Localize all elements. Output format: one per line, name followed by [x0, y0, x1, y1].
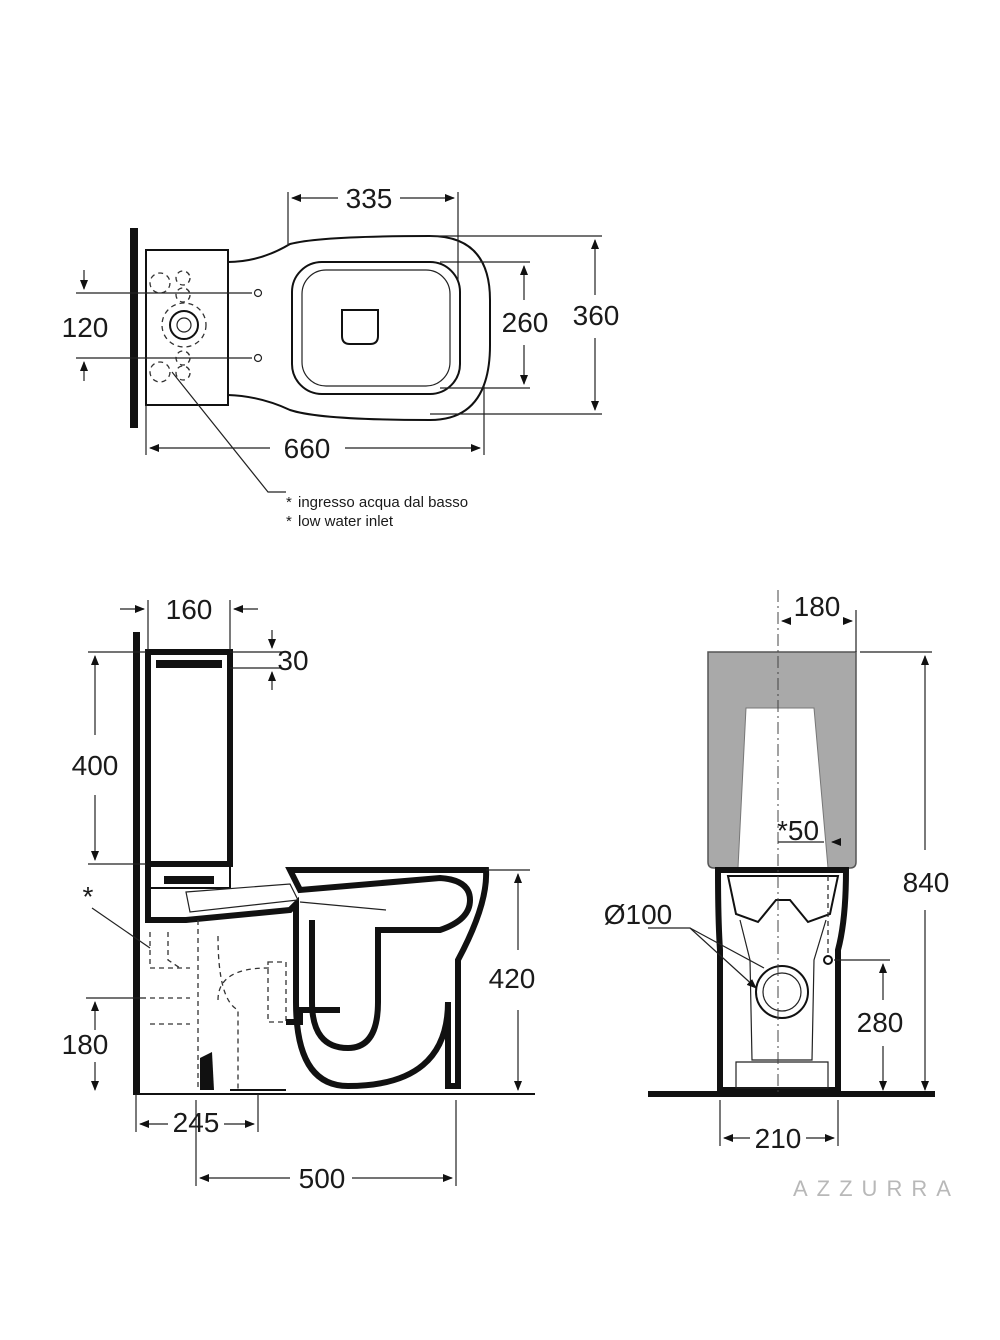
side-bowl-body [145, 866, 490, 1090]
inlet-mark: * [83, 881, 94, 912]
side-wall [133, 632, 140, 1094]
seat-hole-icon [253, 353, 263, 363]
dim-label: Ø100 [604, 899, 673, 930]
outlet-pipe [755, 965, 809, 1019]
dim-label: 500 [299, 1163, 346, 1194]
dim-label: 210 [755, 1123, 802, 1154]
top-drain-shape [341, 309, 379, 345]
dim-label: 840 [903, 867, 950, 898]
dim-label: 420 [489, 963, 536, 994]
dim-label: 660 [284, 433, 331, 464]
dim-label: 400 [72, 750, 119, 781]
dim-label: 180 [794, 591, 841, 622]
dim-label: 160 [166, 594, 213, 625]
note-italian: ingresso acqua dal basso [298, 494, 468, 511]
top-view: 335 260 360 120 660 * ingresso acqua dal… [62, 183, 620, 530]
note-leader [171, 371, 286, 493]
front-bowl [714, 867, 850, 1093]
dim-label: 335 [346, 183, 393, 214]
note-mark: * [286, 494, 292, 511]
dim-label: 120 [62, 312, 109, 343]
top-bowl-outline [227, 234, 491, 422]
top-cistern-outline [145, 249, 229, 406]
top-bowl-rim [291, 261, 461, 395]
top-flush-button [169, 310, 199, 340]
dim-label: 30 [277, 645, 308, 676]
brand-watermark: AZZURRA [793, 1176, 960, 1201]
note-mark: * [286, 513, 292, 530]
dim-label: 360 [573, 300, 620, 331]
dim-label: 180 [62, 1029, 109, 1060]
dim-label: *50 [777, 815, 819, 846]
inlet-point [823, 955, 833, 965]
note-english: low water inlet [298, 513, 394, 530]
side-cistern [145, 649, 233, 867]
front-view: 180 *50 840 280 Ø100 210 AZZURRA [604, 590, 960, 1201]
dim-label: 280 [857, 1007, 904, 1038]
side-view: 160 30 400 * 180 420 245 [62, 594, 536, 1194]
seat-hole-icon [253, 288, 263, 298]
dim-label: 260 [502, 307, 549, 338]
top-wall-line [130, 228, 138, 428]
